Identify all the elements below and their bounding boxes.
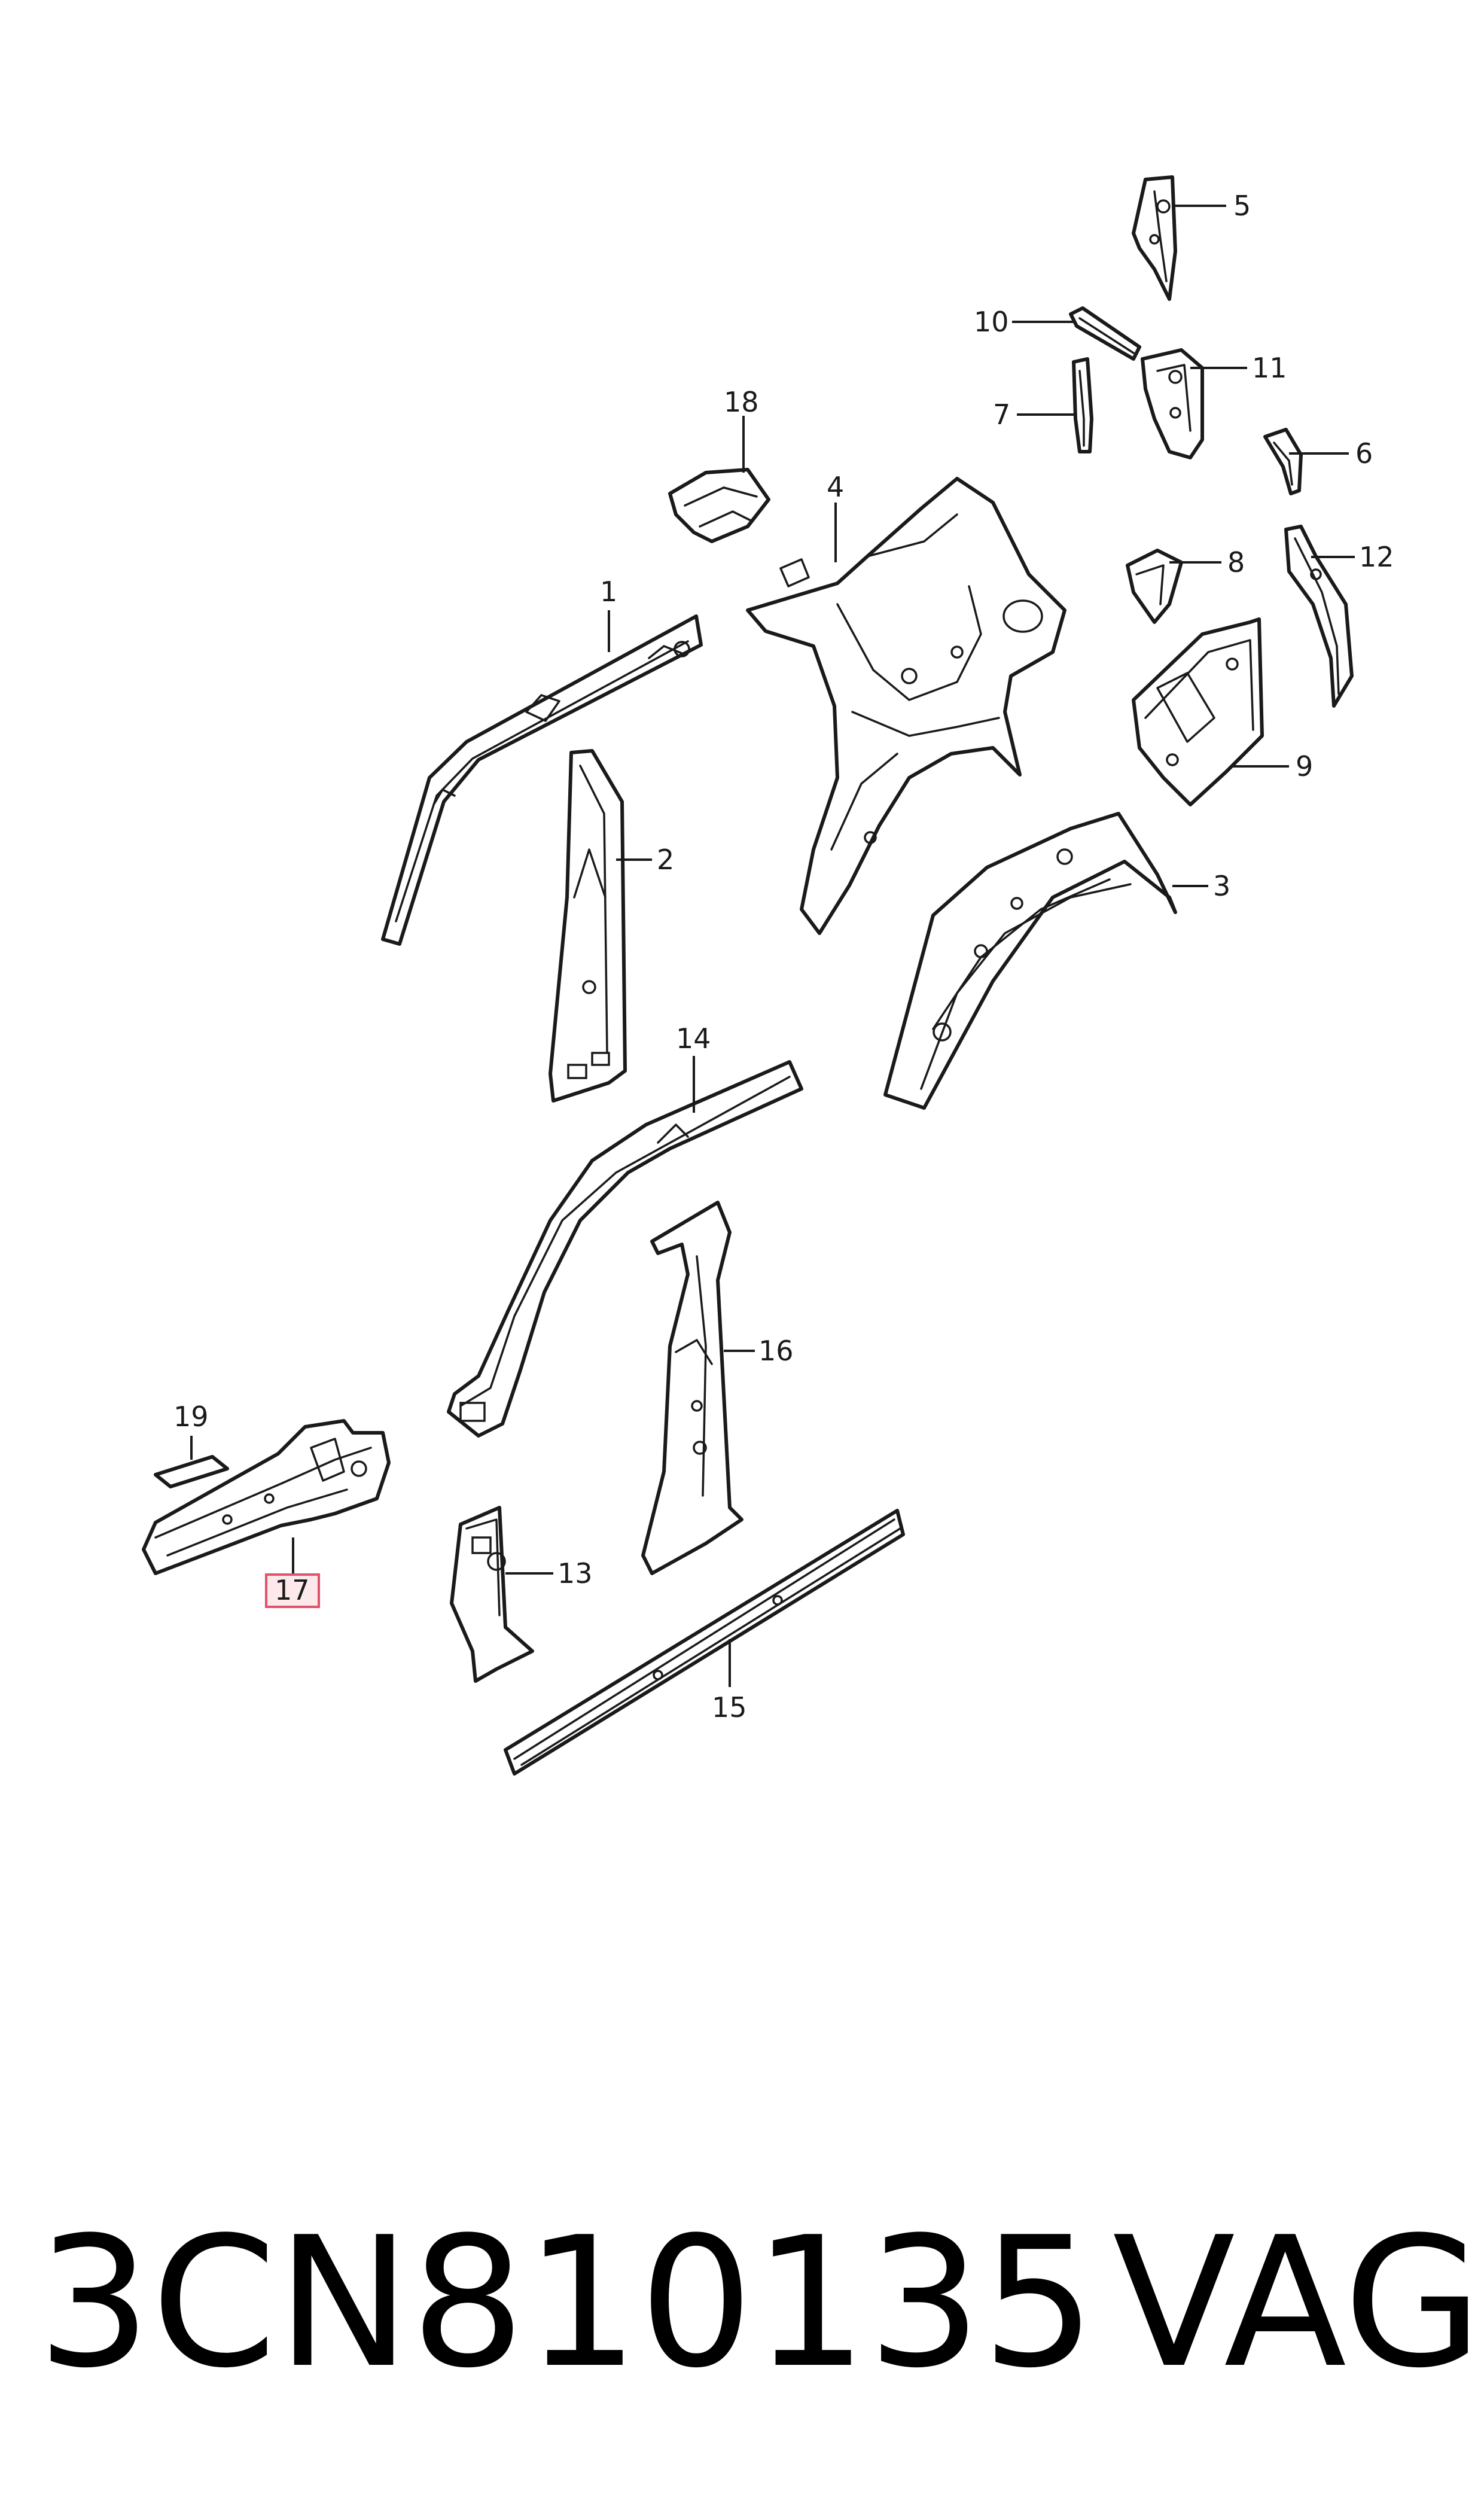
- callout-5: 5: [1233, 190, 1251, 222]
- callout-15: 15: [712, 1691, 747, 1724]
- part-3-wheelhouse-inner[interactable]: [883, 812, 1177, 1110]
- callout-2: 2: [657, 844, 674, 876]
- brand-text: VAG: [1113, 2199, 1483, 2407]
- part-8-bracket[interactable]: [1126, 549, 1183, 624]
- callout-3: 3: [1213, 870, 1230, 902]
- part-19-pad[interactable]: [154, 1455, 229, 1488]
- part-18-bracket[interactable]: [668, 468, 770, 543]
- callout-14: 14: [676, 1022, 711, 1055]
- part-1-roof-rail[interactable]: [381, 614, 703, 946]
- part-6-bracket[interactable]: [1263, 428, 1303, 495]
- callout-18: 18: [724, 386, 759, 418]
- callout-6: 6: [1355, 437, 1373, 470]
- part-16-b-pillar-outer[interactable]: [641, 1201, 743, 1575]
- part-7-bracket[interactable]: [1072, 357, 1093, 453]
- part-5-bracket[interactable]: [1132, 175, 1177, 301]
- part-15-side-sill[interactable]: [504, 1509, 905, 1776]
- callout-16: 16: [758, 1335, 794, 1367]
- callout-17-highlight-box: [265, 1573, 320, 1608]
- part-4-quarter-inner-panel[interactable]: [746, 477, 1066, 935]
- callout-4: 4: [827, 471, 844, 503]
- part-12-bracket[interactable]: [1284, 525, 1354, 708]
- callout-8: 8: [1227, 546, 1245, 578]
- part-number-text: 3CN810135: [37, 2199, 1096, 2407]
- callout-17: 17: [275, 1574, 310, 1606]
- callout-19: 19: [173, 1400, 209, 1433]
- callout-9: 9: [1296, 750, 1313, 783]
- part-10-bracket[interactable]: [1069, 306, 1141, 361]
- callout-7: 7: [993, 398, 1010, 431]
- part-14-a-pillar-rail[interactable]: [447, 1060, 803, 1438]
- callout-12: 12: [1359, 541, 1394, 573]
- callout-13: 13: [557, 1557, 593, 1590]
- part-2-b-pillar-reinforcement[interactable]: [548, 749, 627, 1103]
- callout-10: 10: [974, 306, 1009, 338]
- callout-1: 1: [600, 576, 617, 608]
- part-13-pillar-lower[interactable]: [450, 1506, 534, 1683]
- part-9-rear-panel[interactable]: [1132, 617, 1264, 806]
- part-11-bracket[interactable]: [1141, 348, 1204, 459]
- callout-labels: 1 2 3 4 5 6 7 8 9 10 11 12 13 14 15 16: [173, 190, 1394, 1724]
- part-17-longitudinal-member[interactable]: [142, 1419, 391, 1575]
- callout-11: 11: [1252, 352, 1287, 384]
